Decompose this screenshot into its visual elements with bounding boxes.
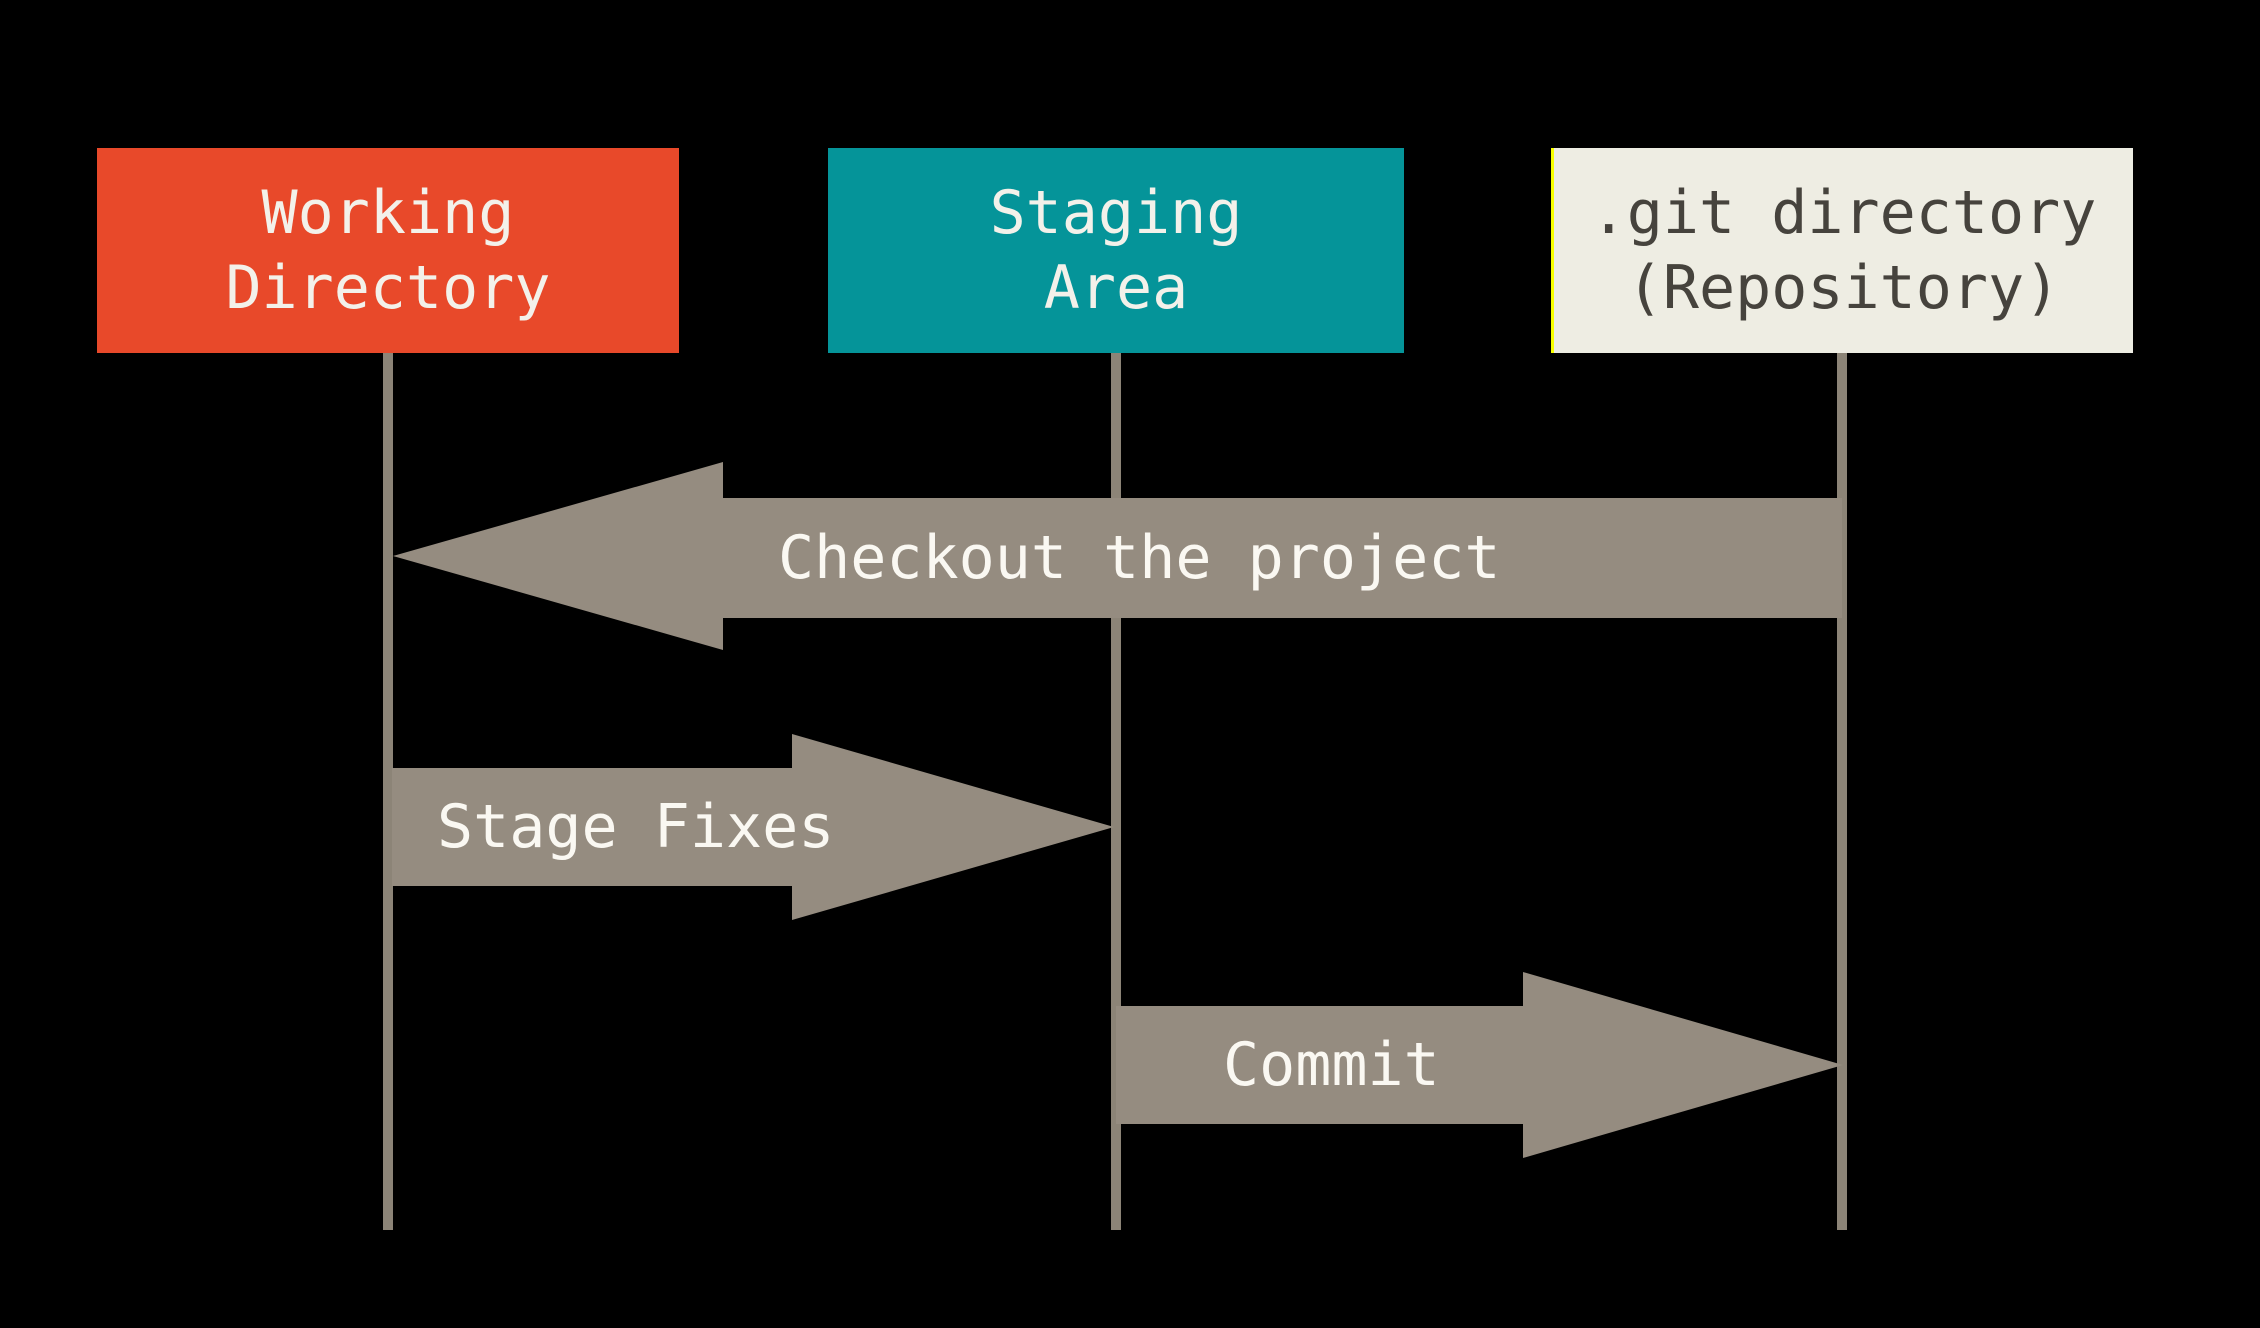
checkout-arrow-label: Checkout the project [778, 523, 1501, 593]
stage-fixes-arrow-label: Stage Fixes [437, 792, 835, 862]
git-directory-lifeline [1837, 353, 1847, 1230]
staging-area-label: Staging Area [989, 177, 1243, 323]
working-directory-box: Working Directory [97, 148, 679, 353]
commit-arrow-label: Commit [1223, 1030, 1440, 1100]
stage-fixes-arrow-body [392, 768, 792, 886]
checkout-arrow-head-left-icon [393, 462, 723, 650]
commit-arrow-body [1116, 1006, 1523, 1124]
working-directory-lifeline [383, 353, 393, 1230]
commit-arrow-head-right-icon [1523, 972, 1843, 1158]
stage-fixes-arrow-head-right-icon [792, 734, 1114, 920]
checkout-arrow-body [722, 498, 1842, 618]
git-directory-label: .git directory (Repository) [1590, 177, 2097, 323]
git-directory-box: .git directory (Repository) [1551, 148, 2133, 353]
working-directory-label: Working Directory [225, 177, 551, 323]
staging-area-lifeline [1111, 353, 1121, 1230]
staging-area-box: Staging Area [828, 148, 1404, 353]
